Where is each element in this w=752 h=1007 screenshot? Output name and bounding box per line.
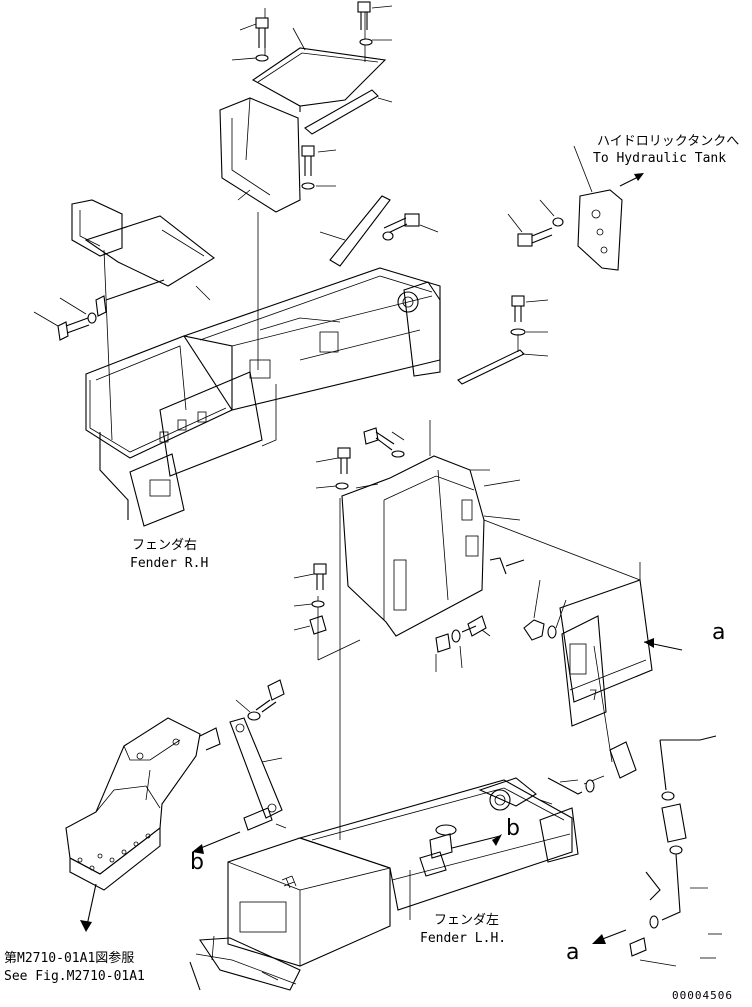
access-door-panel (483, 519, 683, 727)
hydraulic-tank-bracket (507, 145, 644, 271)
bracket-upper (319, 195, 439, 267)
center-console-panel (317, 420, 525, 840)
link-plate (192, 679, 287, 854)
hydraulic-tank-label-en: To Hydraulic Tank (593, 151, 727, 166)
document-number: 00004506 (672, 989, 733, 1002)
bolt-left (33, 279, 165, 341)
center-duct-cover (219, 97, 301, 370)
bolt-center (301, 145, 337, 190)
fender-lh-body (189, 777, 579, 991)
fender-lh-label-jp: フェンダ左 (434, 913, 500, 928)
reference-a-lower: a (566, 940, 580, 965)
bolt-set-top (231, 1, 393, 62)
reference-b-left: b (190, 850, 204, 875)
reference-b-right: b (506, 816, 520, 841)
bolt-rh-right (457, 295, 549, 385)
left-box-bracket (71, 199, 215, 441)
hydraulic-tank-label-jp: ハイドロリックタンクへ (597, 134, 740, 149)
step-bracket (65, 717, 221, 932)
fender-rh-label-jp: フェンダ右 (132, 538, 198, 553)
fender-lh-label-en: Fender L.H. (420, 931, 507, 946)
fender-rh-body (85, 267, 441, 527)
see-figure-label-jp: 第M2710-01A1図参服 (4, 951, 135, 966)
fender-rh-label-en: Fender R.H (130, 556, 209, 571)
see-figure-label-en: See Fig.M2710-01A1 (4, 969, 145, 984)
reference-a-upper: a (712, 620, 726, 645)
bolts-center-panel (293, 427, 491, 672)
top-cover-plate (251, 8, 393, 135)
lock-rod-assembly (547, 645, 722, 967)
